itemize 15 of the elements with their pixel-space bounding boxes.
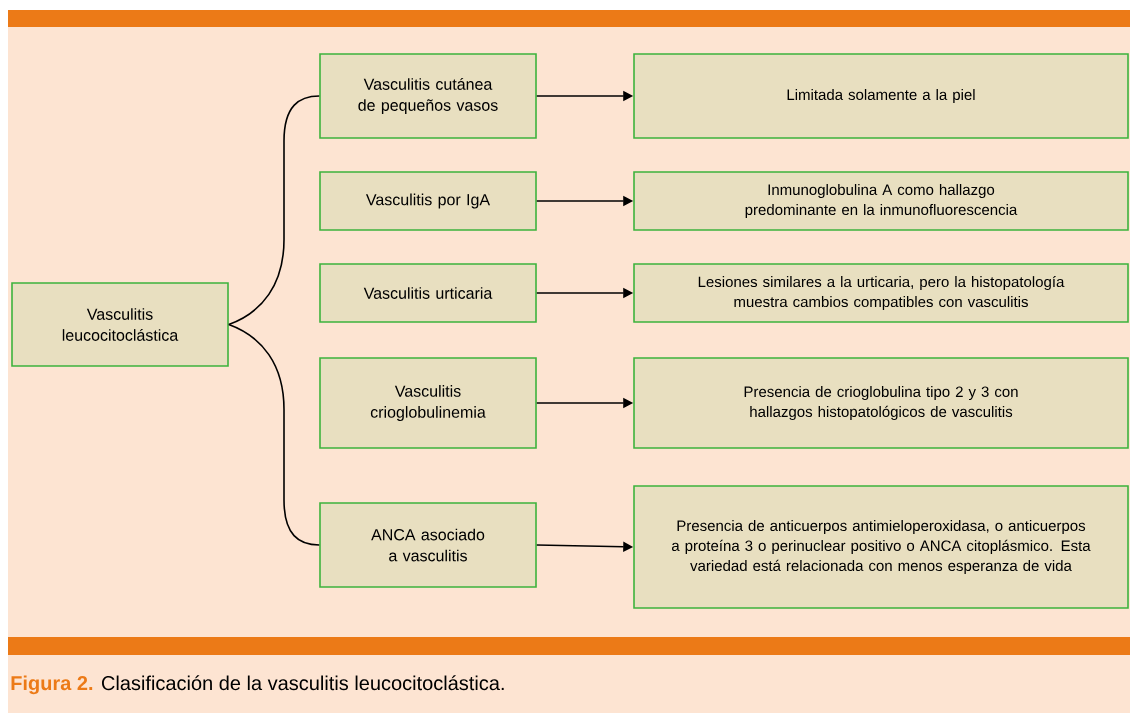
text-box: Vasculitis cutánea de pequeños vasos (319, 53, 537, 139)
text-box: Presencia de crioglobulina tipo 2 y 3 con hallazgos histopatológicos de vasculitis (633, 357, 1129, 449)
brace-line (228, 95, 320, 326)
brace-line (228, 323, 320, 546)
text-box: Vasculitis urticaria (319, 263, 537, 323)
text-box: Vasculitis por IgA (319, 171, 537, 231)
text-box: ANCA asociado a vasculitis (319, 502, 537, 588)
text-box: Limitada solamente a la piel (633, 53, 1129, 139)
caption: Clasificación de la vasculitis leucocitoclástica. (101, 675, 504, 691)
text-box: Presencia de anticuerpos antimieloperoxidasa, o anticuerpos a proteína 3 o perinuclear positivo o ANCA citoplásmico. Esta variedad está relacionada con menos esperanza de vida (633, 485, 1129, 609)
text-box: Vasculitis leucocitoclástica (11, 282, 229, 367)
figure-number: Figura 2. (11, 675, 93, 695)
text-box: Vasculitis crioglobulinemia (319, 357, 537, 449)
text-box: Inmunoglobulina A como hallazgo predominante en la inmunofluorescencia (633, 171, 1129, 231)
text-box: Lesiones similares a la urticaria, pero la histopatología muestra cambios compatibles con vasculitis (633, 263, 1129, 323)
